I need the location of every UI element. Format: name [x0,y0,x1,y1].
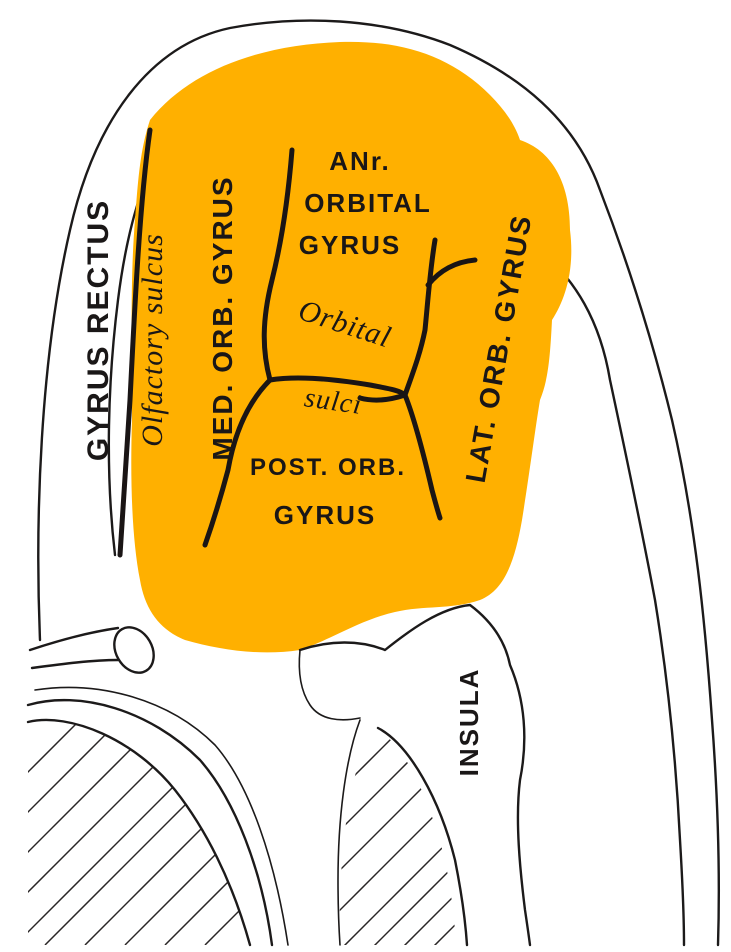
left-cut-edge [28,720,250,945]
medial-curve [28,700,272,945]
post-orb-label-1: POST. ORB. [250,454,406,481]
insula-bump [299,650,360,720]
insula-label: INSULA [454,668,484,777]
ant-orbital-label-2: ORBITAL [304,188,432,218]
ant-orbital-label-1: ANr. [329,146,390,176]
lateral-contour [540,250,684,945]
left-cut-surface [20,720,265,945]
post-orb-label-2: GYRUS [274,500,376,530]
temporal-pole-inner [338,720,360,945]
ant-orbital-label-3: GYRUS [299,230,401,260]
insula-outline [300,605,530,945]
gyrus-rectus-label: GYRUS RECTUS [82,199,115,461]
olfactory-tract-lower [32,660,118,668]
olfactory-sulcus-label: Olfactory sulcus [136,233,169,446]
med-orb-gyrus-label: MED. ORB. GYRUS [207,175,238,460]
olfactory-tract [30,628,118,650]
